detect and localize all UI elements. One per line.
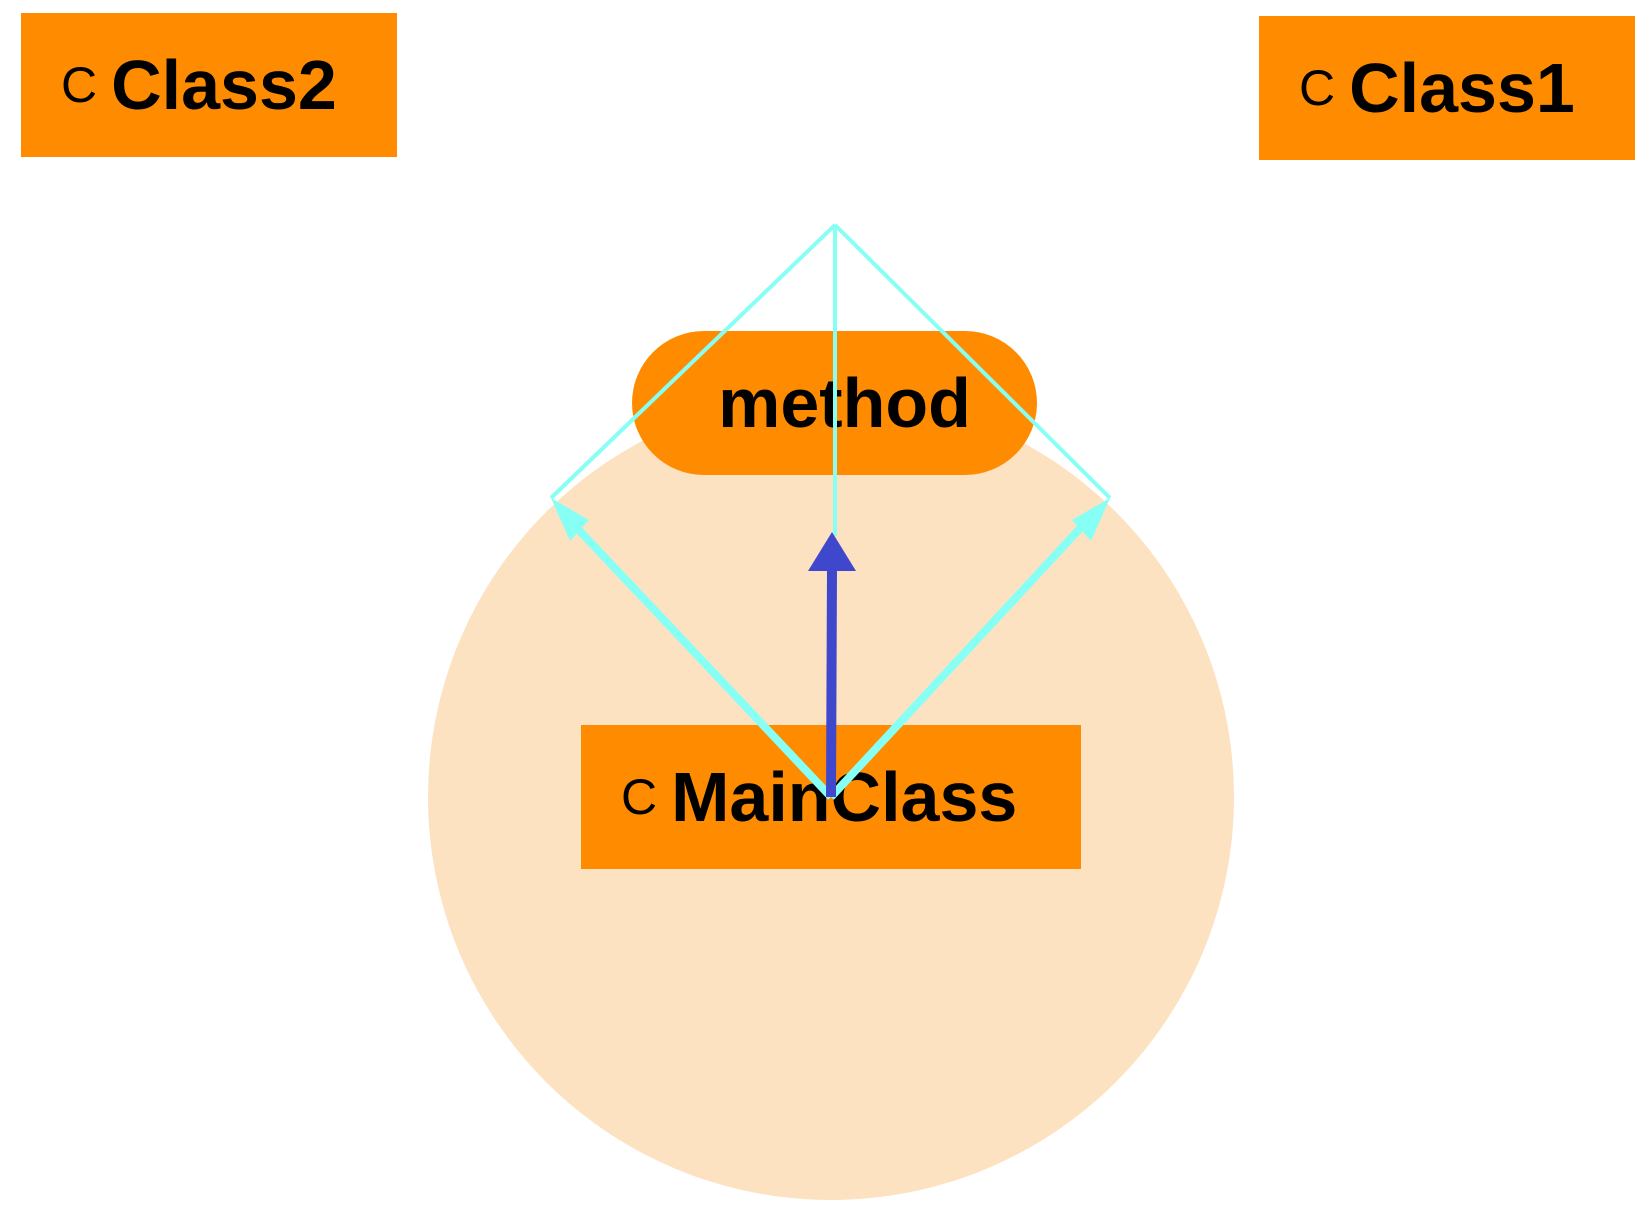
edge-mainclass-to-class1[interactable] [828,506,1101,800]
class-kind-icon: C [61,57,98,113]
edge-mainclass-to-class2[interactable] [556,506,834,800]
class2-label: Class2 [111,46,337,124]
method-label: method [718,364,971,442]
class2-node[interactable]: C Class2 [21,13,397,157]
class-kind-icon: C [1299,60,1336,116]
arrowhead-up-icon [808,532,856,571]
edge-mainclass-to-method[interactable] [826,567,837,798]
edge-apex-left [549,223,837,500]
class1-node[interactable]: C Class1 [1259,16,1635,160]
arrowhead-right-icon [1072,498,1110,541]
mainclass-label: MainClass [671,758,1018,836]
class1-label: Class1 [1349,49,1575,127]
class-kind-icon: C [621,769,658,825]
arrowhead-left-icon [551,498,589,541]
edge-apex-right [833,223,1112,500]
